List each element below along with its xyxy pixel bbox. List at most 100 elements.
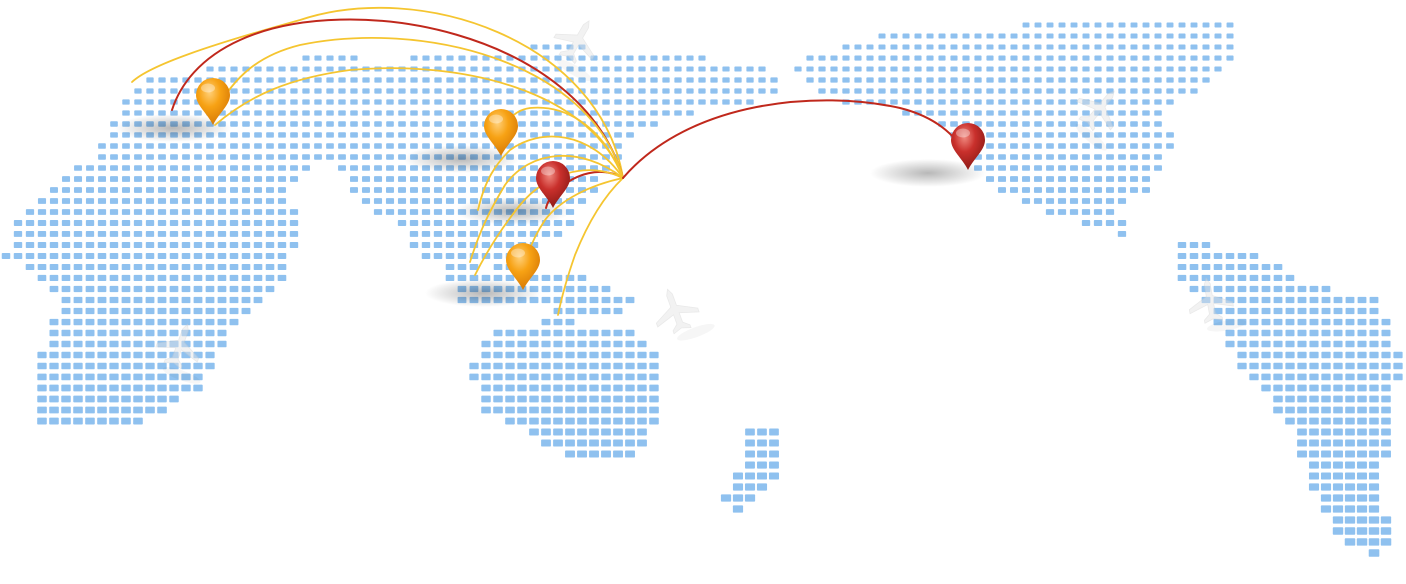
map-dot bbox=[133, 242, 143, 249]
map-dot bbox=[1118, 55, 1126, 61]
map-dot bbox=[590, 55, 598, 61]
map-dot bbox=[577, 198, 587, 204]
map-dot bbox=[1380, 516, 1392, 524]
map-dot bbox=[326, 99, 334, 105]
map-dot bbox=[1130, 143, 1138, 149]
map-dot bbox=[1190, 88, 1198, 94]
map-dot bbox=[1225, 274, 1235, 282]
map-dot bbox=[950, 66, 958, 72]
map-dot bbox=[433, 209, 443, 215]
map-dot bbox=[938, 77, 946, 83]
map-dot bbox=[410, 143, 418, 149]
map-dot bbox=[265, 263, 275, 271]
map-dot bbox=[1225, 307, 1235, 315]
map-dot bbox=[1022, 110, 1030, 116]
map-dot bbox=[1225, 252, 1235, 259]
map-dot bbox=[397, 220, 407, 226]
map-dot bbox=[1021, 198, 1031, 204]
location-pin-icon[interactable] bbox=[951, 123, 985, 170]
location-pin-icon[interactable] bbox=[196, 78, 230, 125]
map-dot bbox=[265, 209, 275, 215]
map-dot bbox=[410, 132, 418, 138]
map-dot bbox=[1309, 450, 1319, 458]
map-dot bbox=[614, 99, 622, 105]
map-dot bbox=[277, 274, 287, 282]
map-dot bbox=[926, 66, 934, 72]
map-dot bbox=[121, 209, 131, 215]
map-dot bbox=[445, 263, 455, 271]
map-dot bbox=[1142, 132, 1150, 138]
map-dot bbox=[170, 88, 178, 94]
map-dot bbox=[866, 66, 874, 72]
map-dot bbox=[565, 285, 575, 293]
map-dot bbox=[157, 263, 167, 271]
map-dot bbox=[157, 242, 167, 249]
map-dot bbox=[194, 165, 202, 171]
map-dot bbox=[1022, 44, 1030, 50]
map-dot bbox=[314, 77, 322, 83]
map-dot bbox=[1345, 461, 1355, 469]
map-dot bbox=[518, 132, 526, 138]
map-dot bbox=[277, 242, 287, 249]
map-dot bbox=[1273, 362, 1283, 370]
map-dot bbox=[193, 263, 203, 271]
map-dot bbox=[109, 373, 119, 381]
map-dot bbox=[277, 252, 287, 259]
map-dot bbox=[650, 66, 658, 72]
location-pin-icon[interactable] bbox=[536, 161, 570, 208]
map-dot bbox=[1046, 44, 1054, 50]
map-dot bbox=[470, 88, 478, 94]
map-dot bbox=[1273, 384, 1283, 392]
map-dot bbox=[1285, 373, 1295, 381]
map-dot bbox=[61, 318, 71, 326]
map-dot bbox=[85, 263, 95, 271]
map-dot bbox=[157, 209, 167, 215]
map-dot bbox=[350, 132, 358, 138]
map-dot bbox=[193, 198, 203, 204]
map-dot bbox=[818, 55, 826, 61]
map-dot bbox=[1261, 296, 1271, 304]
map-dot bbox=[181, 362, 191, 370]
map-dot bbox=[374, 88, 382, 94]
map-dot bbox=[97, 318, 107, 326]
map-dot bbox=[122, 99, 130, 105]
map-dot bbox=[109, 209, 119, 215]
map-dot bbox=[97, 395, 107, 403]
map-dot bbox=[710, 99, 718, 105]
map-dot bbox=[529, 384, 539, 392]
map-dot bbox=[1178, 66, 1186, 72]
map-dot bbox=[217, 307, 227, 315]
map-dot bbox=[1154, 143, 1162, 149]
map-dot bbox=[181, 307, 191, 315]
map-dot bbox=[61, 417, 71, 425]
map-dot bbox=[1142, 121, 1150, 127]
location-pin-icon[interactable] bbox=[484, 109, 518, 156]
map-dot bbox=[242, 77, 250, 83]
map-dot bbox=[290, 132, 298, 138]
map-dot bbox=[338, 165, 346, 171]
map-dot bbox=[589, 329, 599, 337]
map-dot bbox=[1333, 417, 1343, 425]
map-dot bbox=[73, 209, 83, 215]
map-dot bbox=[145, 242, 155, 249]
map-dot bbox=[218, 154, 226, 160]
map-dot bbox=[470, 110, 478, 116]
map-dot bbox=[565, 373, 575, 381]
map-dot bbox=[1105, 220, 1115, 226]
map-dot bbox=[446, 121, 454, 127]
map-dot bbox=[398, 88, 406, 94]
map-dot bbox=[745, 461, 755, 469]
map-dot bbox=[193, 220, 203, 226]
map-dot bbox=[1297, 285, 1307, 293]
map-dot bbox=[638, 110, 646, 116]
map-dot bbox=[614, 121, 622, 127]
location-pin-icon[interactable] bbox=[506, 243, 540, 290]
map-dot bbox=[109, 362, 119, 370]
map-dot bbox=[1309, 307, 1319, 315]
map-dot bbox=[1345, 450, 1355, 458]
map-dot bbox=[1261, 285, 1271, 293]
map-dot bbox=[625, 340, 635, 348]
map-dot bbox=[566, 55, 574, 61]
map-dot bbox=[242, 110, 250, 116]
map-dot bbox=[601, 329, 611, 337]
